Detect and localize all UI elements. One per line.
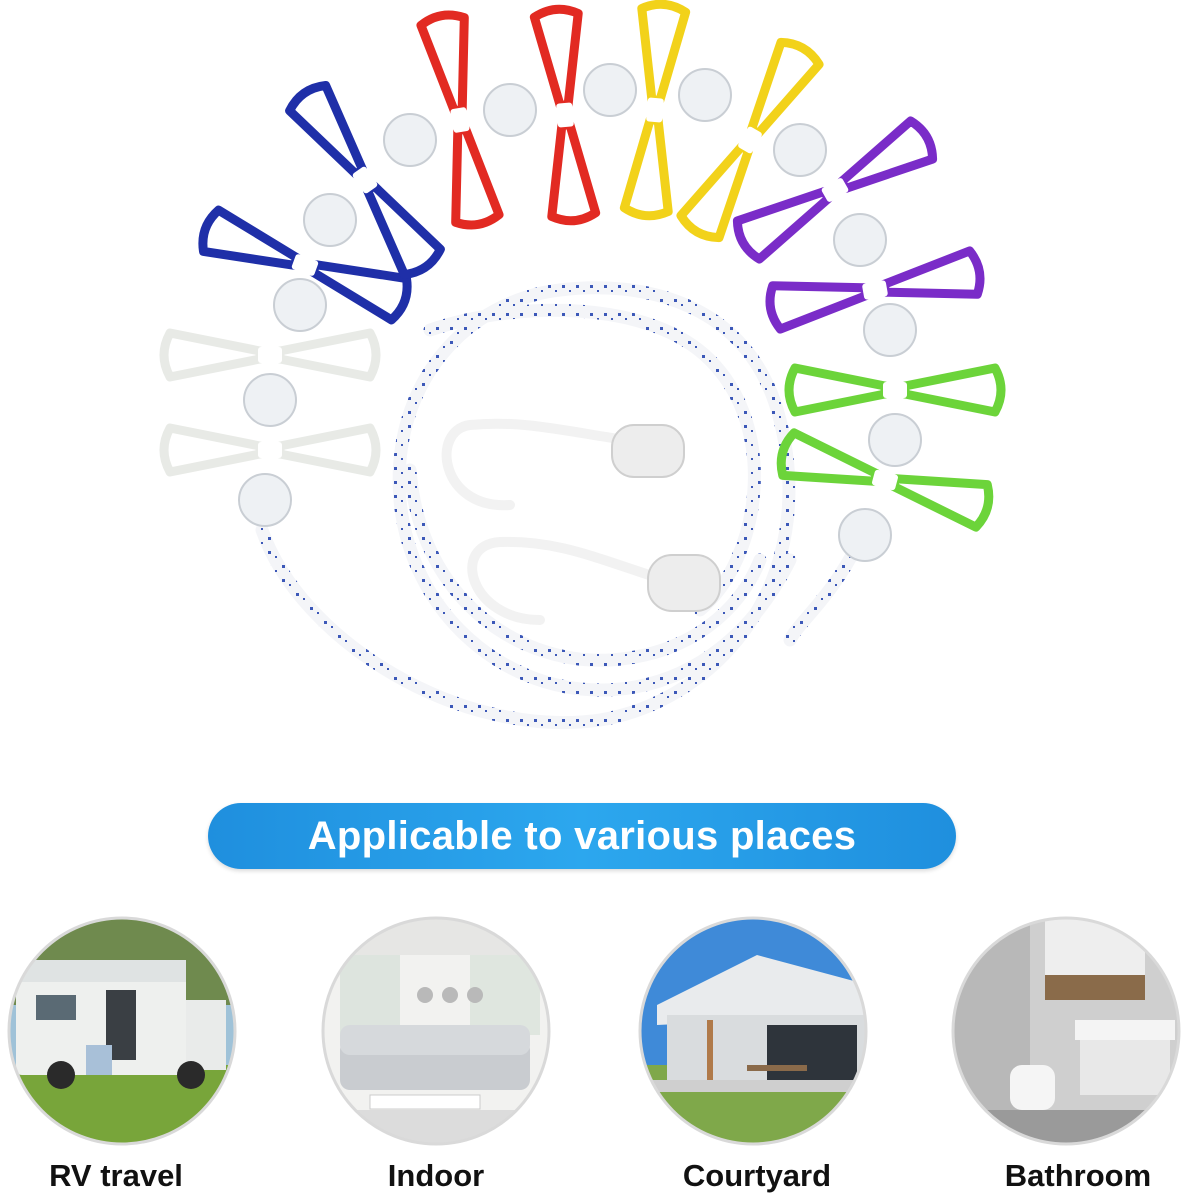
clothes-clip <box>159 423 381 477</box>
clear-bead <box>863 303 917 357</box>
place-label-rv-travel: RV travel <box>49 1158 183 1193</box>
clear-bead <box>833 213 887 267</box>
clear-bead <box>483 83 537 137</box>
clear-bead <box>243 373 297 427</box>
place-label-courtyard: Courtyard <box>682 1158 832 1193</box>
indoor-image <box>320 915 552 1147</box>
clear-bead <box>238 473 292 527</box>
place-label-bathroom: Bathroom <box>1004 1158 1152 1193</box>
clear-bead <box>303 193 357 247</box>
clothesline-product-image <box>159 0 1006 730</box>
banner-text: Applicable to various places <box>307 813 857 858</box>
clear-bead <box>583 63 637 117</box>
clear-bead <box>838 508 892 562</box>
bungee-rope <box>255 281 867 730</box>
clothes-clip <box>784 363 1006 417</box>
clothes-clip <box>416 10 504 230</box>
bathroom-image <box>950 915 1182 1147</box>
applicable-places-banner: Applicable to various places <box>208 803 956 869</box>
clothes-clip <box>529 4 601 226</box>
clothes-clip <box>776 428 994 532</box>
rv-camper-icon <box>7 916 237 1146</box>
clear-bead <box>773 123 827 177</box>
clothes-clip <box>198 205 412 325</box>
bathroom-icon <box>951 916 1181 1146</box>
clothes-clip <box>159 328 381 382</box>
rv-travel-image <box>6 915 238 1147</box>
clothes-clip <box>285 80 445 280</box>
clothes-clip <box>732 116 938 264</box>
living-room-icon <box>321 916 551 1146</box>
clothes-clip <box>619 0 691 221</box>
courtyard-image <box>637 915 869 1147</box>
clear-bead <box>678 68 732 122</box>
house-courtyard-icon <box>638 916 868 1146</box>
clothes-clip <box>676 37 824 243</box>
place-label-indoor: Indoor <box>387 1158 485 1193</box>
clear-bead <box>383 113 437 167</box>
clear-bead <box>868 413 922 467</box>
clear-bead <box>273 278 327 332</box>
clothes-clip <box>765 246 985 334</box>
hook-icon <box>441 418 670 625</box>
